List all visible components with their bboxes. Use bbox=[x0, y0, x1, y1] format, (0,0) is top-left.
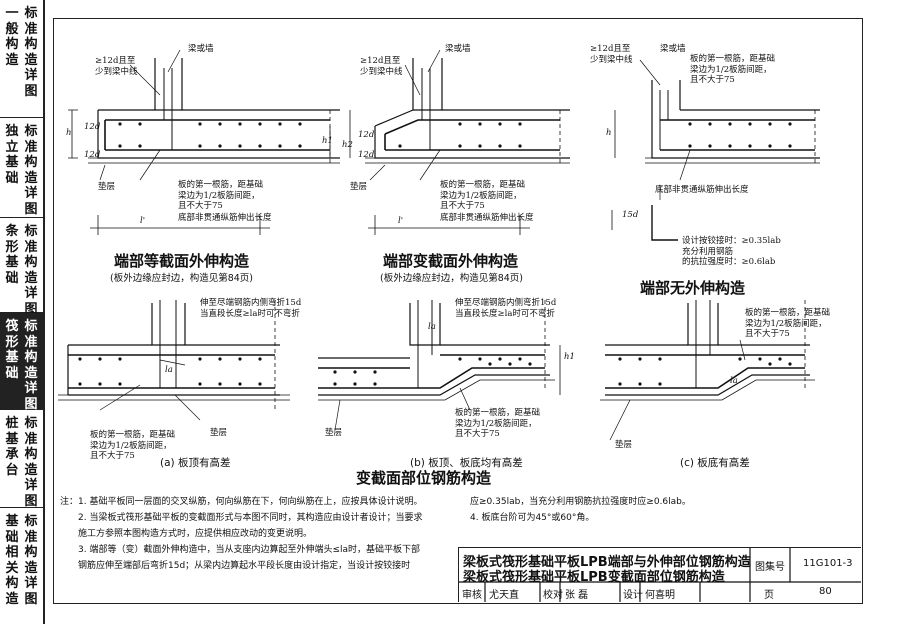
note-2: 2. 当梁板式筏形基础平板的变截面形式与本图不同时，其构造应由设计者设计；当要求 bbox=[78, 513, 423, 523]
d3-15d-label: 15d bbox=[622, 210, 639, 220]
d2-h2-label: h2 bbox=[342, 140, 353, 150]
c-la-label: la bbox=[730, 376, 738, 386]
tab-pile-title: 桩基承台 bbox=[5, 416, 19, 478]
note-3b: 钢筋应伸至端部后弯折15d；从梁内边算起水平段长度由设计指定，当设计按铰接时 bbox=[78, 561, 411, 571]
d2-lprime-label: l' bbox=[398, 216, 404, 226]
d1-first-bar-note: 板的第一根筋，距基础 梁边为1/2板筋间距， 且不大于75 bbox=[178, 180, 264, 211]
d2-cushion-label: 垫层 bbox=[350, 182, 368, 192]
diagram-equal-section bbox=[68, 49, 340, 235]
d1-cushion-label: 垫层 bbox=[98, 182, 116, 192]
tab-general-title: 一般构造 bbox=[5, 6, 19, 68]
tab-related[interactable]: 基础相关构造 标准构造详图 bbox=[0, 508, 43, 624]
tab-related-subtitle: 标准构造详图 bbox=[24, 514, 38, 607]
c-cushion-label: 垫层 bbox=[615, 440, 633, 450]
tab-related-title: 基础相关构造 bbox=[5, 514, 19, 607]
caption-c: (c) 板底有高差 bbox=[680, 457, 750, 469]
tab-strip-title: 条形基础 bbox=[5, 224, 19, 286]
d1-anchor-label: ≥12d且至 少到梁中线 bbox=[95, 56, 138, 77]
diagram-variable-section bbox=[329, 49, 570, 235]
d1-12d-bot: 12d bbox=[84, 150, 101, 160]
tab-raft-title: 筏形基础 bbox=[5, 319, 19, 381]
title-block-line1: 梁板式筏形基础平板LPB端部与外伸部位钢筋构造 bbox=[463, 555, 751, 570]
diagram-b bbox=[318, 300, 561, 431]
d2-12d-top: 12d bbox=[358, 130, 375, 140]
page-number: 80 bbox=[819, 586, 832, 597]
d1-extension-label: 底部非贯通纵筋伸出长度 bbox=[178, 213, 272, 223]
tab-strip-subtitle: 标准构造详图 bbox=[24, 224, 38, 317]
diagram-c bbox=[600, 300, 815, 441]
b-bend-note: 伸至尽端钢筋内侧弯折15d 当直段长度≥la时可不弯折 bbox=[455, 298, 557, 319]
design-label: 设计 bbox=[623, 590, 643, 601]
note-1: 1. 基础平板同一层面的交叉纵筋，何向纵筋在下，何向纵筋在上，应按具体设计说明。 bbox=[78, 497, 423, 507]
note-2b: 施工方参照本图构造方式时，应提供相应改动的变更说明。 bbox=[78, 529, 313, 539]
b-la-label: la bbox=[428, 322, 436, 332]
d3-design-note: 设计按铰接时：≥0.35lab 充分利用钢筋 的抗拉强度时：≥0.6lab bbox=[682, 236, 781, 267]
tab-isolated-title: 独立基础 bbox=[5, 124, 19, 186]
review-label: 审核 bbox=[462, 590, 482, 601]
d3-extension-label: 底部非贯通纵筋伸出长度 bbox=[655, 185, 749, 195]
atlas-label: 图集号 bbox=[755, 562, 785, 573]
b-first-bar-note: 板的第一根筋，距基础 梁边为1/2板筋间距， 且不大于75 bbox=[455, 408, 541, 439]
b-cushion-label: 垫层 bbox=[325, 428, 343, 438]
d2-title: 端部变截面外伸构造 bbox=[383, 252, 519, 270]
bottom-title: 变截面部位钢筋构造 bbox=[356, 469, 492, 487]
tab-isolated-foundation[interactable]: 独立基础 标准构造详图 bbox=[0, 118, 43, 218]
d2-extension-label: 底部非贯通纵筋伸出长度 bbox=[440, 213, 534, 223]
tab-raft-foundation[interactable]: 筏形基础 标准构造详图 bbox=[0, 313, 43, 412]
drawing-frame bbox=[53, 18, 863, 604]
d1-lprime-label: l' bbox=[140, 216, 146, 226]
note-4: 4. 板底台阶可为45°或60°角。 bbox=[470, 513, 595, 523]
tab-strip-foundation[interactable]: 条形基础 标准构造详图 bbox=[0, 218, 43, 317]
d3-beam-label: 梁或墙 bbox=[660, 44, 686, 54]
d2-first-bar-note: 板的第一根筋，距基础 梁边为1/2板筋间距， 且不大于75 bbox=[440, 180, 526, 211]
atlas-number: 11G101-3 bbox=[803, 558, 853, 569]
tab-pile-cap[interactable]: 桩基承台 标准构造详图 bbox=[0, 410, 43, 509]
note-3: 3. 端部等（变）截面外伸构造中，当从支座内边算起至外伸端头≤la时，基础平板下… bbox=[78, 545, 421, 555]
tab-raft-subtitle: 标准构造详图 bbox=[24, 319, 38, 412]
d1-subtitle: (板外边缘应封边，构造见第84页) bbox=[110, 273, 254, 284]
title-block-grid bbox=[458, 547, 861, 602]
title-block-line2: 梁板式筏形基础平板LPB变截面部位钢筋构造 bbox=[463, 570, 725, 585]
notes-heading: 注： bbox=[60, 497, 79, 507]
designer-name: 何喜明 bbox=[645, 590, 675, 601]
d3-anchor-label: ≥12d且至 少到梁中线 bbox=[590, 44, 633, 65]
checker-name: 张 磊 bbox=[565, 590, 589, 601]
d3-title: 端部无外伸构造 bbox=[640, 279, 746, 297]
caption-a: (a) 板顶有高差 bbox=[160, 457, 231, 469]
d1-beam-label: 梁或墙 bbox=[188, 44, 214, 54]
d1-title: 端部等截面外伸构造 bbox=[114, 252, 250, 270]
a-first-bar-note: 板的第一根筋，距基础 梁边为1/2板筋间距， 且不大于75 bbox=[90, 430, 176, 461]
sidebar: 一般构造 标准构造详图 独立基础 标准构造详图 条形基础 标准构造详图 筏形基础… bbox=[0, 0, 45, 624]
reviewer-name: 尤天直 bbox=[489, 590, 519, 601]
d3-h-label: h bbox=[606, 128, 612, 138]
tab-general-subtitle: 标准构造详图 bbox=[24, 6, 38, 99]
c-first-bar-note: 板的第一根筋，距基础 梁边为1/2板筋间距， 且不大于75 bbox=[745, 308, 831, 339]
a-bend-note: 伸至尽端钢筋内侧弯折15d 当直段长度≥la时可不弯折 bbox=[200, 298, 302, 319]
rebar-dots bbox=[78, 122, 792, 386]
note-3c: 应≥0.35lab，当充分利用钢筋抗拉强度时应≥0.6lab。 bbox=[470, 497, 691, 507]
d2-h1-label: h1 bbox=[322, 136, 333, 146]
tab-isolated-subtitle: 标准构造详图 bbox=[24, 124, 38, 217]
diagram-a bbox=[58, 300, 290, 421]
notes-right: 应≥0.35lab，当充分利用钢筋抗拉强度时应≥0.6lab。 4. 板底台阶可… bbox=[470, 494, 691, 526]
b-h1-label: h1 bbox=[564, 352, 575, 362]
check-label: 校对 bbox=[543, 590, 563, 601]
caption-b: (b) 板顶、板底均有高差 bbox=[410, 457, 523, 469]
d2-beam-label: 梁或墙 bbox=[445, 44, 471, 54]
d2-12d-bot: 12d bbox=[358, 150, 375, 160]
diagram-no-extension bbox=[611, 59, 820, 241]
a-la-label: la bbox=[165, 365, 173, 375]
tab-general[interactable]: 一般构造 标准构造详图 bbox=[0, 0, 43, 118]
d3-first-bar-note: 板的第一根筋，距基础 梁边为1/2板筋间距， 且不大于75 bbox=[690, 54, 776, 85]
d2-anchor-label: ≥12d且至 少到梁中线 bbox=[360, 56, 403, 77]
a-cushion-label: 垫层 bbox=[210, 428, 228, 438]
d1-12d-top: 12d bbox=[84, 122, 101, 132]
d2-subtitle: (板外边缘应封边，构造见第84页) bbox=[380, 273, 524, 284]
d1-h-label: h bbox=[66, 128, 72, 138]
title-block: 梁板式筏形基础平板LPB端部与外伸部位钢筋构造 梁板式筏形基础平板LPB变截面部… bbox=[458, 547, 861, 602]
tab-pile-subtitle: 标准构造详图 bbox=[24, 416, 38, 509]
page-label: 页 bbox=[764, 590, 774, 601]
